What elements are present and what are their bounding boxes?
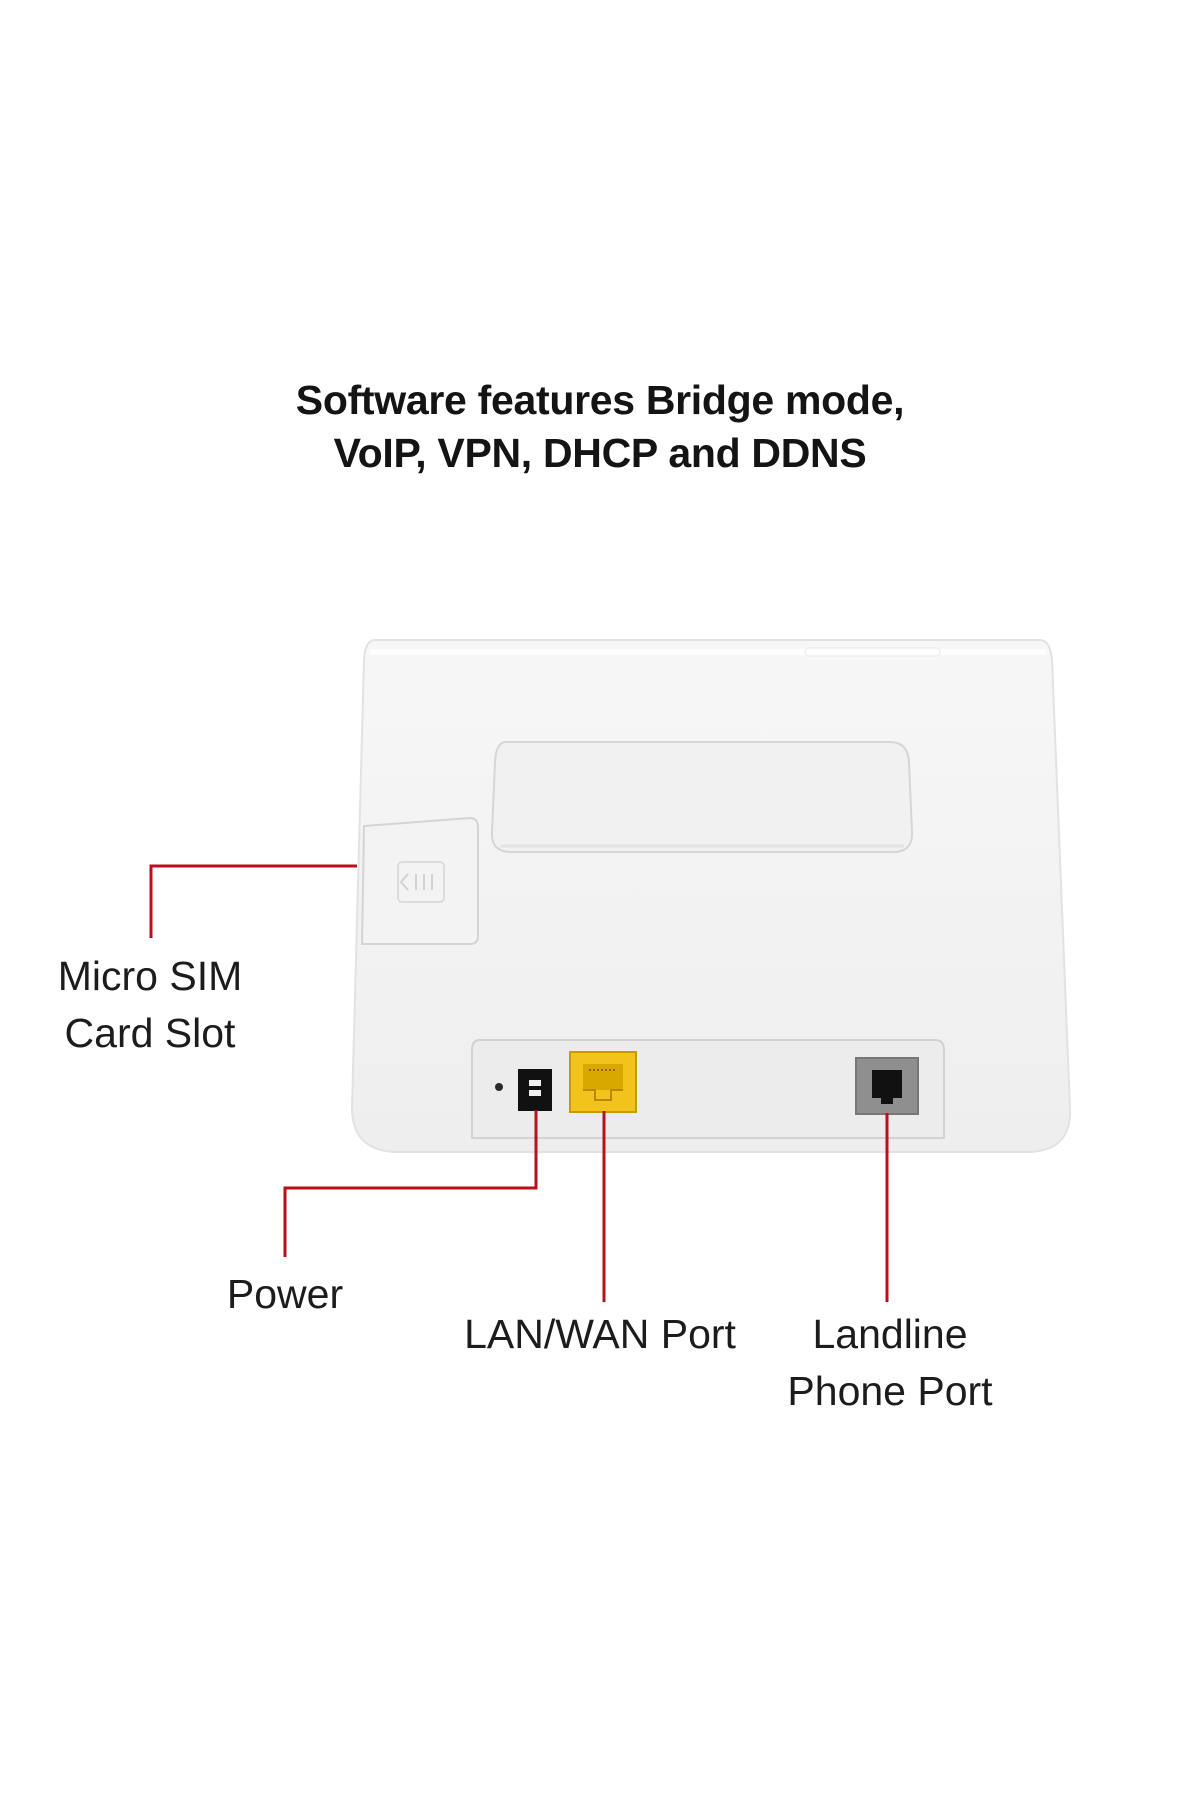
- leader-lines: [149, 864, 889, 1302]
- headline-line-2: VoIP, VPN, DHCP and DDNS: [333, 430, 867, 476]
- sim-card-cover: [360, 816, 479, 945]
- headline-line-1: Software features Bridge mode,: [295, 377, 905, 423]
- top-panel: [490, 741, 914, 853]
- power-label: Power: [226, 1271, 344, 1317]
- power-jack: [518, 1069, 552, 1111]
- headline: Software features Bridge mode, VoIP, VPN…: [0, 374, 1200, 480]
- landline-port-label: Landline Phone Port: [787, 1311, 993, 1414]
- landline-phone-port: [855, 1057, 919, 1115]
- power-leader-line: [283, 1110, 538, 1257]
- lan-wan-port-label: LAN/WAN Port: [464, 1311, 736, 1357]
- reset-hole: [495, 1083, 503, 1091]
- sim-slot-label: Micro SIM Card Slot: [57, 953, 243, 1056]
- sim-leader-line: [149, 864, 357, 938]
- lan-wan-port: [569, 1051, 637, 1113]
